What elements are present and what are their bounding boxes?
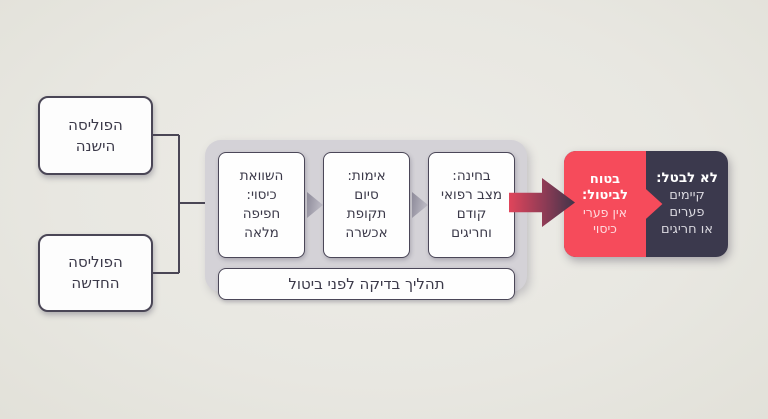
process-step-examine: בחינה: מצב רפואי קודם וחריגים [428,152,515,258]
process-step-examine-label: בחינה: מצב רפואי קודם וחריגים [440,168,503,241]
outcome-safe-detail: אין פערי כיסוי [583,204,628,236]
outcome-unsafe-detail: קיימים פערים או חריגים [661,187,713,237]
outcome-safe-title: בטוח לביטול: [582,171,628,204]
process-step-compare-label: השוואת כיסוי: חפיפה מלאה [239,168,284,241]
outcome-safe-shape [564,151,663,257]
process-step-compare: השוואת כיסוי: חפיפה מלאה [218,152,305,258]
node-new-policy: הפוליסה החדשה [38,234,153,312]
process-caption-label: תהליך בדיקה לפני ביטול [288,275,445,293]
outcome-unsafe: לא לבטל: קיימים פערים או חריגים [646,151,728,257]
process-caption: תהליך בדיקה לפני ביטול [218,268,515,300]
node-old-policy: הפוליסה הישנה [38,96,153,175]
process-step-verify: אימות: סיום תקופת אכשרה [323,152,410,258]
process-step-verify-label: אימות: סיום תקופת אכשרה [345,168,388,241]
outcome-unsafe-title: לא לבטל: [656,170,718,187]
node-old-policy-label: הפוליסה הישנה [68,115,123,155]
outcome-panel: בטוח לביטול: אין פערי כיסוי לא לבטל: קיי… [564,151,728,257]
outcome-safe: בטוח לביטול: אין פערי כיסוי [564,151,646,257]
node-new-policy-label: הפוליסה החדשה [68,253,123,292]
